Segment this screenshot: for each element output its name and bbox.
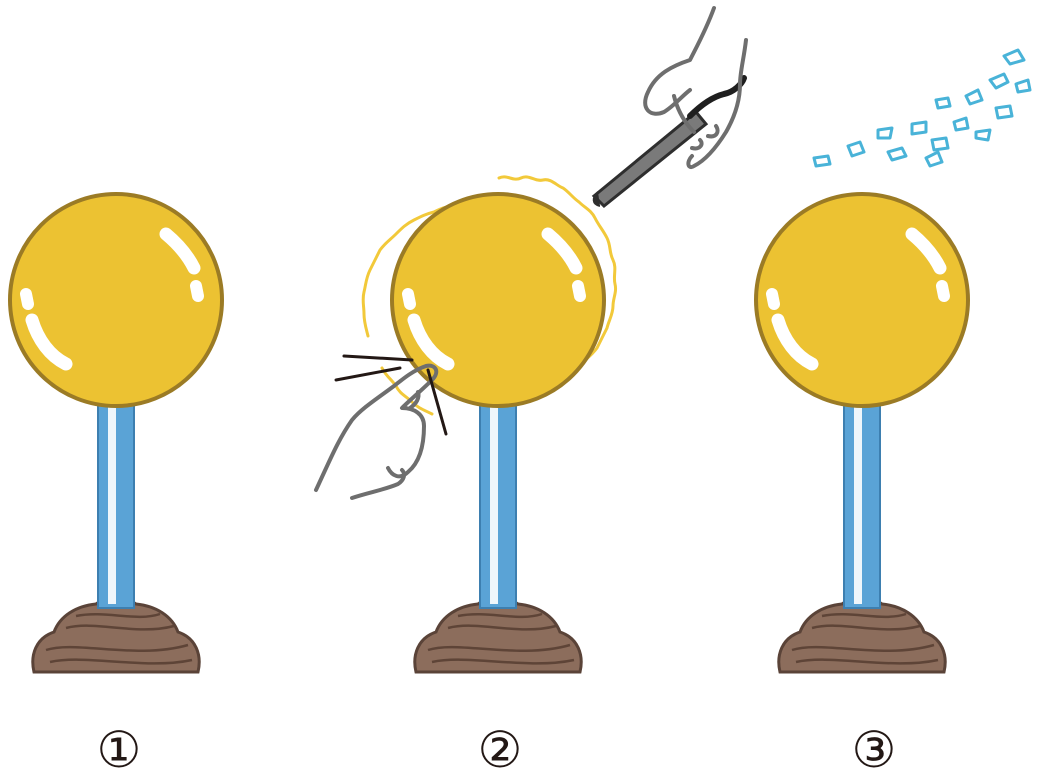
finger-touch-icon (316, 366, 436, 498)
metal-sphere-icon (10, 194, 222, 672)
step-label-3: ③ (834, 722, 914, 778)
panel-1 (10, 194, 222, 672)
panel-3 (756, 50, 1030, 672)
step-label-2: ② (460, 722, 540, 778)
step-label-1: ① (79, 722, 159, 778)
paper-scraps-icon (814, 50, 1030, 166)
metal-sphere-icon (756, 194, 968, 672)
panel-2 (316, 8, 746, 672)
charged-rod-icon (594, 8, 746, 206)
